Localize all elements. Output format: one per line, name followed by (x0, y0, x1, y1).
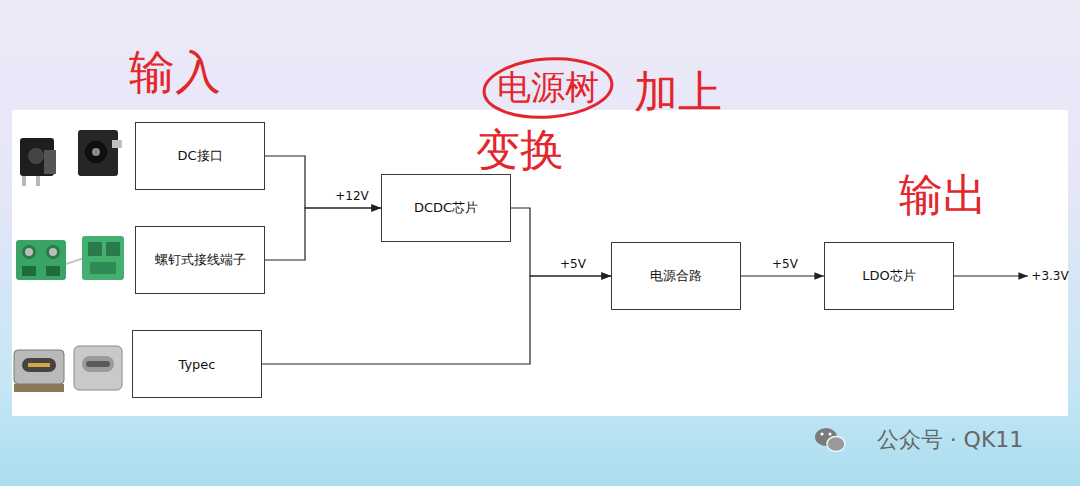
process-box: 电源合路 (611, 242, 741, 310)
connector (741, 275, 824, 276)
typec-photo (14, 346, 122, 392)
hand-note: 变换 (476, 126, 564, 174)
connector (265, 208, 381, 260)
dc-jack-photo (20, 130, 122, 186)
voltage-label: +3.3V (1031, 270, 1068, 283)
process-box: DC接口 (135, 122, 265, 190)
voltage-label: +12V (335, 189, 369, 203)
hand-note: 输入 (129, 47, 221, 98)
box-label: DC接口 (177, 147, 222, 165)
output-wire (954, 275, 1028, 276)
process-box: LDO芯片 (824, 242, 954, 310)
connector (262, 276, 611, 364)
watermark: 公众号 · QK11 (877, 428, 1024, 452)
box-label: DCDC芯片 (414, 199, 478, 217)
hand-circle (482, 55, 614, 122)
box-label: 螺钉式接线端子 (155, 251, 246, 269)
wechat-icon (815, 428, 845, 452)
connector (265, 156, 381, 208)
box-label: Typec (178, 357, 215, 372)
voltage-label: +5V (560, 257, 586, 271)
hand-note: 加上 (634, 68, 722, 116)
connector (511, 208, 611, 276)
voltage-label: +5V (772, 257, 798, 271)
box-label: LDO芯片 (862, 267, 916, 285)
process-box: 螺钉式接线端子 (135, 226, 265, 294)
screw-terminal-photo (16, 236, 124, 280)
process-box: Typec (132, 330, 262, 398)
box-label: 电源合路 (650, 267, 702, 285)
process-box: DCDC芯片 (381, 174, 511, 242)
hand-note: 电源树 (497, 69, 599, 106)
hand-note: 输出 (899, 171, 987, 219)
